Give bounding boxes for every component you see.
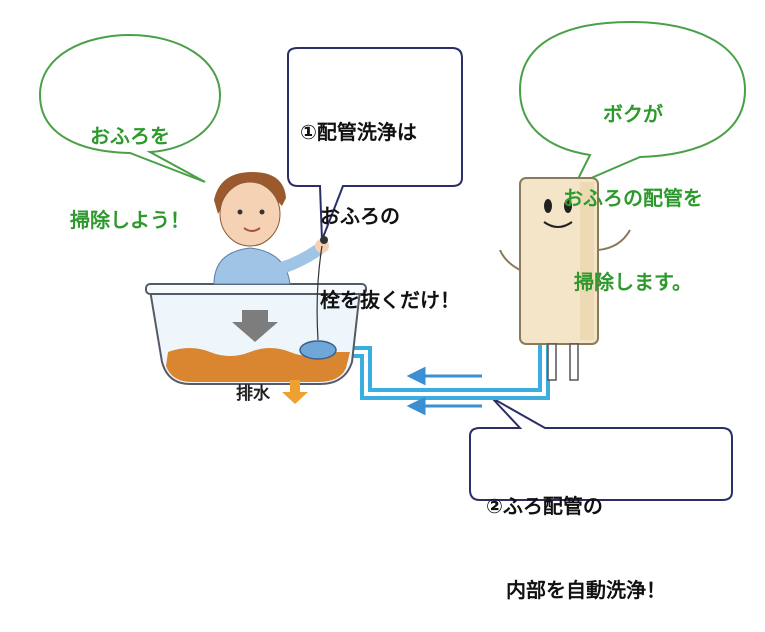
person-speech-bubble — [38, 33, 222, 183]
step2-bubble-line: ②ふろ配管の — [486, 494, 603, 518]
bath-pipe — [345, 340, 550, 400]
step1-bubble-text: ①配管洗浄は おふろの 栓を抜くだけ！ — [300, 62, 460, 342]
step2-bubble-text: ②ふろ配管の 内部を自動洗浄！ — [486, 436, 666, 632]
diagram: おふろを 掃除しよう！ ①配管洗浄は おふろの 栓を抜くだけ！ ボクが おふろの… — [38, 20, 747, 602]
illustration — [38, 20, 747, 501]
person-illustration — [213, 172, 329, 341]
circulation-adapter — [299, 340, 337, 360]
step1-speech-bubble — [287, 47, 463, 241]
heater-bubble-line: 掃除します。 — [574, 270, 692, 294]
person-bubble-text: おふろを 掃除しよう！ — [60, 66, 200, 262]
step1-bubble-line: おふろの — [300, 204, 400, 228]
drain-arrow-icon — [282, 380, 308, 404]
heater-bubble-text: ボクが おふろの配管を 掃除します。 — [540, 44, 726, 324]
drain-label: 排水 — [236, 384, 270, 404]
step2-bubble-line: 内部を自動洗浄！ — [486, 578, 666, 602]
step2-speech-bubble — [469, 397, 733, 501]
water-heater-character — [499, 177, 631, 381]
heater-speech-bubble — [518, 20, 747, 188]
down-arrow-icon — [232, 310, 278, 342]
heater-bubble-line: おふろの配管を — [563, 186, 703, 210]
person-bubble-line: おふろを — [90, 124, 170, 148]
step1-bubble-line: 栓を抜くだけ！ — [300, 288, 460, 312]
person-bubble-line: 掃除しよう！ — [70, 208, 190, 232]
heater-bubble-line: ボクが — [603, 102, 663, 126]
step1-bubble-line: ①配管洗浄は — [300, 120, 417, 144]
bathtub — [145, 283, 367, 385]
flow-arrows — [406, 366, 482, 416]
